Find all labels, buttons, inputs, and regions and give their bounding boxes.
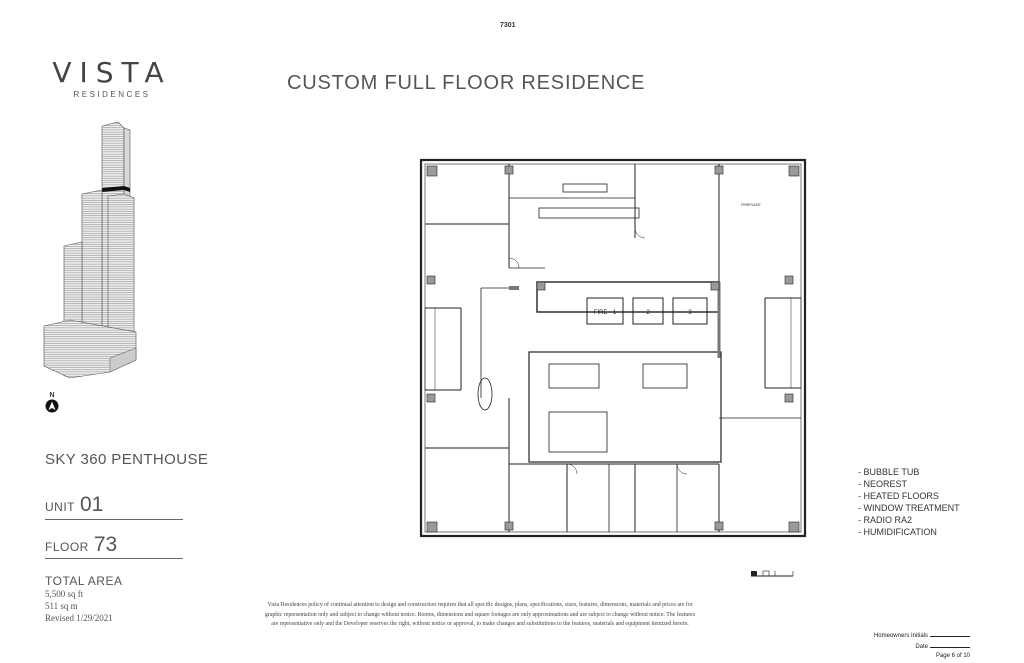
floor-label: FLOOR	[45, 540, 89, 554]
feature-item: - HUMIDIFICATION	[858, 527, 937, 537]
features-list: - BUBBLE TUB - NEOREST - HEATED FLOORS -…	[858, 466, 960, 538]
floor-plan: FIRE - 1 2 3 FIREPLACE	[419, 158, 807, 538]
feature-item: - HEATED FLOORS	[858, 491, 939, 501]
feature-item: - RADIO RA2	[858, 515, 913, 525]
disclaimer-line: are representative only and the Develope…	[271, 621, 689, 628]
initials-field[interactable]	[930, 630, 970, 637]
area-sqm: 511 sq m	[45, 601, 78, 611]
initials-label: Homeowners Initials	[873, 633, 928, 639]
disclaimer-line: graphic representation only and subject …	[264, 611, 696, 618]
north-indicator: N	[44, 392, 60, 418]
unit-label: UNIT	[45, 500, 75, 514]
tower-illustration	[43, 121, 137, 379]
page-title: CUSTOM FULL FLOOR RESIDENCE	[287, 72, 646, 94]
fireplace-label: FIREPLACE	[741, 203, 761, 207]
signoff-block: Homeowners Initials Date Page 6 of 10	[860, 630, 970, 661]
page-number: 7301	[500, 22, 516, 29]
page-count: Page 6 of 10	[935, 653, 970, 659]
logo-subtitle: RESIDENCES	[73, 90, 151, 99]
disclaimer-line: Vista Residences policy of continual att…	[267, 602, 693, 608]
unit-row: UNIT 01	[45, 493, 183, 520]
feature-item: - NEOREST	[858, 479, 908, 489]
feature-item: - BUBBLE TUB	[858, 467, 920, 477]
date-field[interactable]	[930, 641, 970, 648]
date-label: Date	[915, 644, 928, 650]
feature-item: - WINDOW TREATMENT	[858, 503, 960, 513]
north-label: N	[49, 392, 55, 399]
fire-elevator-label: FIRE - 1	[594, 310, 617, 316]
area-block: TOTAL AREA 5,500 sq ft 511 sq m Revised …	[45, 575, 122, 624]
area-sqft: 5,500 sq ft	[45, 589, 84, 599]
area-title: TOTAL AREA	[45, 574, 123, 588]
residence-name: SKY 360 PENTHOUSE	[45, 451, 209, 468]
unit-value: 01	[80, 493, 104, 516]
floor-value: 73	[93, 533, 118, 556]
scale-bar	[751, 570, 794, 577]
north-arrow-icon	[45, 399, 59, 413]
revised-date: Revised 1/29/2021	[45, 613, 113, 623]
legal-disclaimer: Vista Residences policy of continual att…	[180, 601, 780, 630]
elevator-3-label: 3	[688, 310, 692, 316]
logo-word: VISTA	[52, 56, 172, 89]
elevator-2-label: 2	[646, 310, 650, 316]
floor-row: FLOOR 73	[45, 533, 183, 559]
vista-logo: VISTA RESIDENCES	[44, 56, 180, 99]
